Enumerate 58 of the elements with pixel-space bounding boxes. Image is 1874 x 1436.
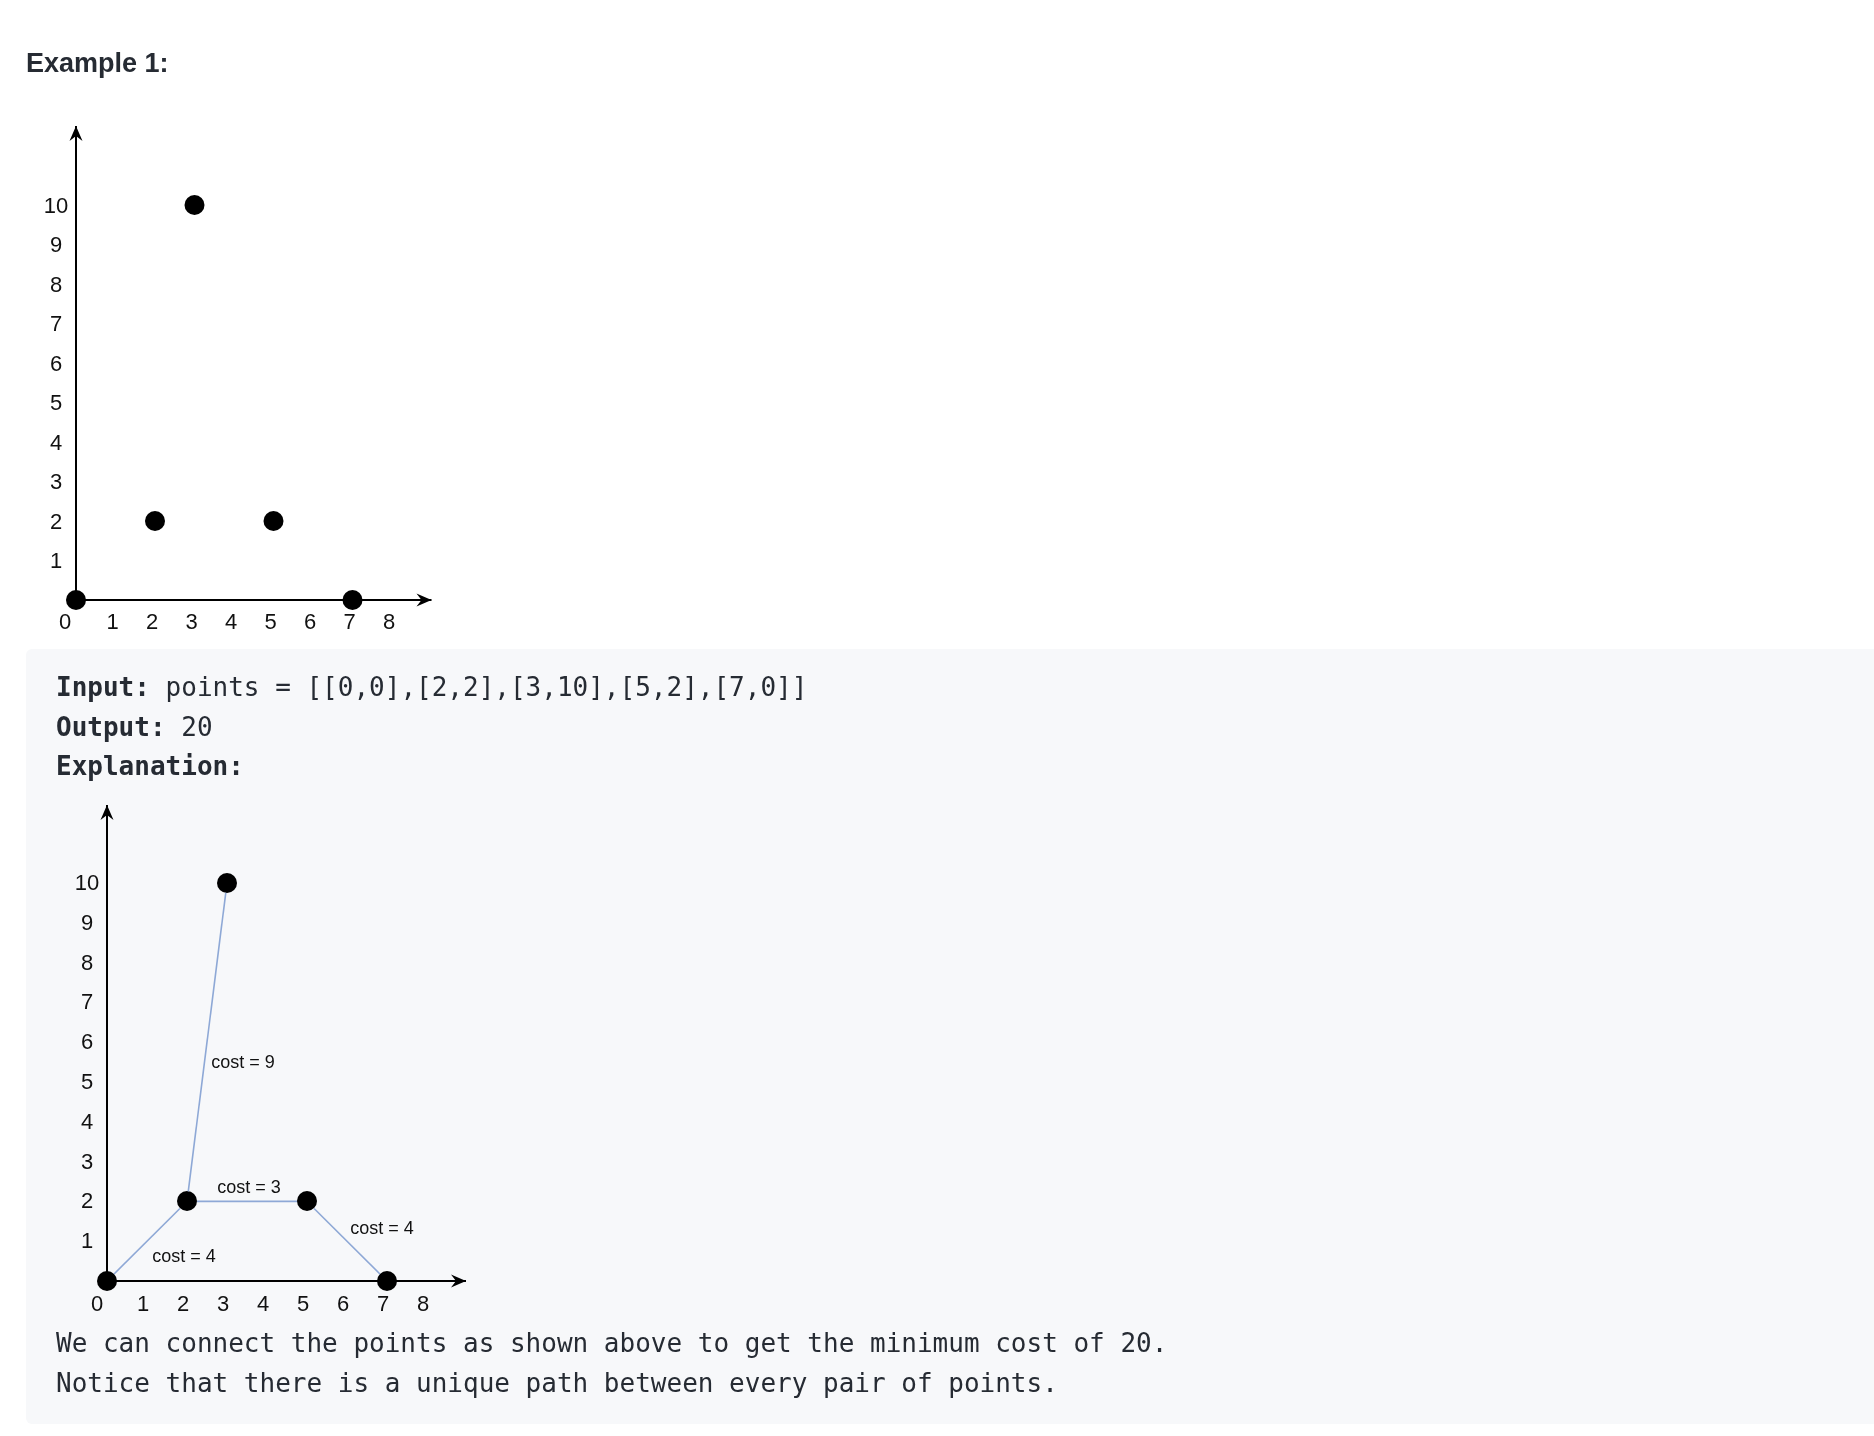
tick-label: 5: [49, 390, 63, 415]
tick-label: 3: [49, 469, 63, 494]
connector-line: [113, 1207, 181, 1275]
data-point: [97, 1271, 117, 1291]
tick-label: 4: [80, 1109, 94, 1134]
tick-label: 8: [382, 608, 396, 634]
connector-line: [187, 892, 227, 1193]
edge-label: cost = 3: [215, 1178, 283, 1196]
tick-label: 1: [136, 1292, 150, 1316]
tick-label: 1: [106, 608, 119, 634]
data-point: [217, 873, 237, 893]
tick-label: 6: [336, 1292, 350, 1316]
code-text: We can connect the points as shown above to get the minimum cost of 20.: [56, 1327, 1168, 1360]
code-text: Output: 20: [56, 711, 213, 744]
tick-label: 3: [80, 1149, 94, 1174]
code-block: [26, 649, 1874, 1424]
edge-label: cost = 9: [209, 1053, 277, 1071]
connector-line: [313, 1207, 381, 1275]
tick-label: 8: [49, 271, 63, 297]
edge-label: cost = 4: [150, 1247, 218, 1265]
tick-label: 5: [80, 1070, 94, 1094]
tick-label: 1: [49, 548, 63, 573]
tick-label: 2: [145, 608, 159, 634]
tick-label: 3: [216, 1292, 230, 1316]
code-text: Explanation:: [56, 750, 244, 783]
tick-label: 6: [80, 1030, 94, 1055]
tick-label: 6: [49, 350, 63, 376]
code-text: Notice that there is a unique path between every pair of points.: [56, 1367, 1058, 1400]
tick-label: 4: [256, 1292, 270, 1316]
tick-label: 7: [49, 311, 63, 336]
tick-label: 4: [224, 608, 238, 634]
data-point: [377, 1271, 397, 1291]
tick-label: 10: [43, 192, 69, 218]
tick-label: 7: [376, 1292, 390, 1316]
tick-label: 5: [264, 608, 277, 634]
data-point: [297, 1191, 317, 1212]
tick-label: 9: [80, 910, 94, 935]
tick-label: 2: [176, 1292, 190, 1316]
tick-label: 2: [49, 508, 63, 534]
tick-label: 0: [90, 1292, 104, 1316]
connector-line: [196, 1200, 298, 1203]
tick-label: 8: [416, 1292, 430, 1316]
heading: Example 1:: [26, 48, 169, 78]
tick-label: 10: [74, 871, 100, 895]
tick-label: 8: [80, 950, 94, 975]
tick-label: 2: [80, 1189, 94, 1214]
code-text: Input: points = [[0,0],[2,2],[3,10],[5,2],[7,0]]: [56, 671, 808, 704]
tick-label: 1: [80, 1229, 94, 1254]
tick-label: 7: [80, 990, 94, 1015]
tick-label: 3: [185, 608, 198, 634]
tick-label: 9: [49, 232, 63, 257]
tick-label: 4: [49, 429, 63, 455]
tick-label: 5: [296, 1292, 310, 1316]
data-point: [177, 1191, 197, 1212]
tick-label: 0: [58, 608, 72, 634]
tick-label: 6: [303, 608, 317, 634]
edge-label: cost = 4: [348, 1219, 416, 1237]
tick-label: 7: [343, 608, 356, 634]
